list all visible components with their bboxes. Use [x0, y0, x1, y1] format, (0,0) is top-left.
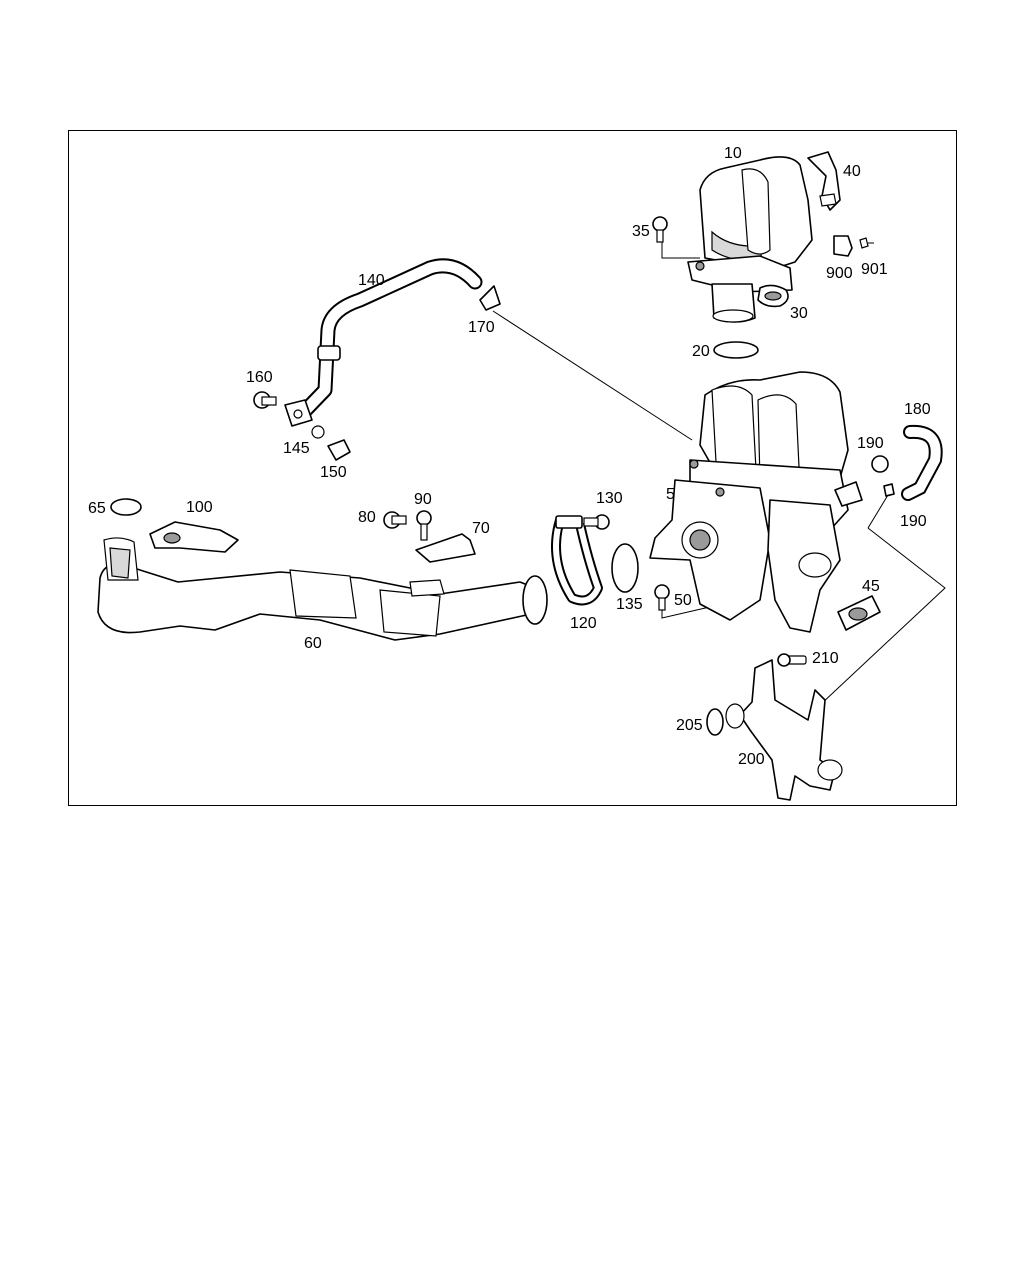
- part-label-190-bottom: 190: [900, 513, 927, 530]
- clamp-icon: [551, 514, 639, 606]
- part-label-60: 60: [304, 635, 322, 652]
- clamp-icon: [871, 455, 889, 473]
- part-label-901: 901: [861, 261, 888, 278]
- gasket-icon: [837, 595, 881, 631]
- part-label-65: 65: [88, 500, 106, 517]
- part-label-190-top: 190: [857, 435, 884, 452]
- diagram-frame: [68, 130, 957, 806]
- bolt-icon: [654, 584, 670, 611]
- egr-actuator-icon: [687, 156, 813, 323]
- sensor-clip-icon: [807, 151, 841, 211]
- egr-valve-body-icon: [649, 371, 863, 633]
- part-label-20: 20: [692, 343, 710, 360]
- part-label-170: 170: [468, 319, 495, 336]
- part-label-205: 205: [676, 717, 703, 734]
- gasket-icon: [757, 284, 789, 308]
- bracket-icon: [149, 521, 239, 553]
- pipe-fitting-icon: [706, 653, 843, 801]
- connector-icon: [833, 235, 874, 257]
- part-label-180: 180: [904, 401, 931, 418]
- bracket-icon: [383, 510, 476, 563]
- fitting-bolts-icon: [253, 391, 351, 461]
- part-label-145: 145: [283, 440, 310, 457]
- part-label-100: 100: [186, 499, 213, 516]
- part-label-5: 5: [666, 486, 675, 503]
- part-label-130: 130: [596, 490, 623, 507]
- part-label-30: 30: [790, 305, 808, 322]
- part-label-40: 40: [843, 163, 861, 180]
- part-label-900: 900: [826, 265, 853, 282]
- clip-icon: [479, 285, 501, 311]
- part-label-140: 140: [358, 272, 385, 289]
- part-label-150: 150: [320, 464, 347, 481]
- part-labels: 5 10 20 30 35 40 45 50 60 65 70 80 90 10…: [88, 145, 931, 768]
- leader-line: [819, 527, 946, 706]
- part-label-80: 80: [358, 509, 376, 526]
- part-label-70: 70: [472, 520, 490, 537]
- egr-pipe-icon: [97, 537, 548, 641]
- o-ring-icon: [713, 341, 759, 359]
- part-label-120: 120: [570, 615, 597, 632]
- part-label-50: 50: [674, 592, 692, 609]
- leader-line: [867, 494, 889, 529]
- leader-line: [661, 240, 700, 259]
- leader-line: [492, 310, 693, 441]
- part-label-90: 90: [414, 491, 432, 508]
- clamp-icon: [883, 483, 895, 497]
- part-label-135: 135: [616, 596, 643, 613]
- part-label-10: 10: [724, 145, 742, 162]
- part-label-35: 35: [632, 223, 650, 240]
- bolt-icon: [652, 216, 668, 243]
- part-label-210: 210: [812, 650, 839, 667]
- hose-icon: [284, 258, 483, 427]
- part-label-160: 160: [246, 369, 273, 386]
- leader-lines: [492, 240, 946, 706]
- part-label-200: 200: [738, 751, 765, 768]
- part-label-45: 45: [862, 578, 880, 595]
- o-ring-icon: [110, 498, 142, 516]
